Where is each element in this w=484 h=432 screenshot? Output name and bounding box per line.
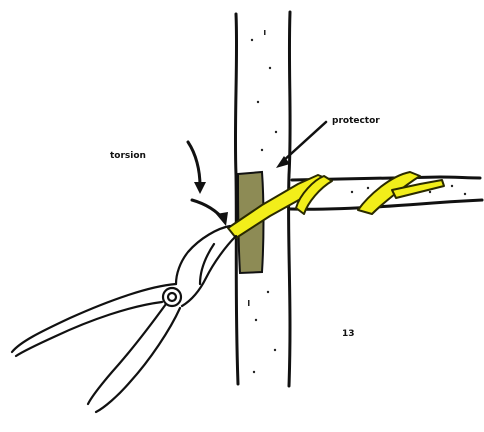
protector-pointer <box>276 122 326 168</box>
figure-number: 13 <box>342 329 355 339</box>
protector-label: protector <box>332 116 380 126</box>
torsion-label: torsion <box>110 151 146 161</box>
pliers-icon <box>12 226 236 412</box>
arrow-heads <box>194 182 228 226</box>
curved-arrow-icon <box>188 142 224 220</box>
